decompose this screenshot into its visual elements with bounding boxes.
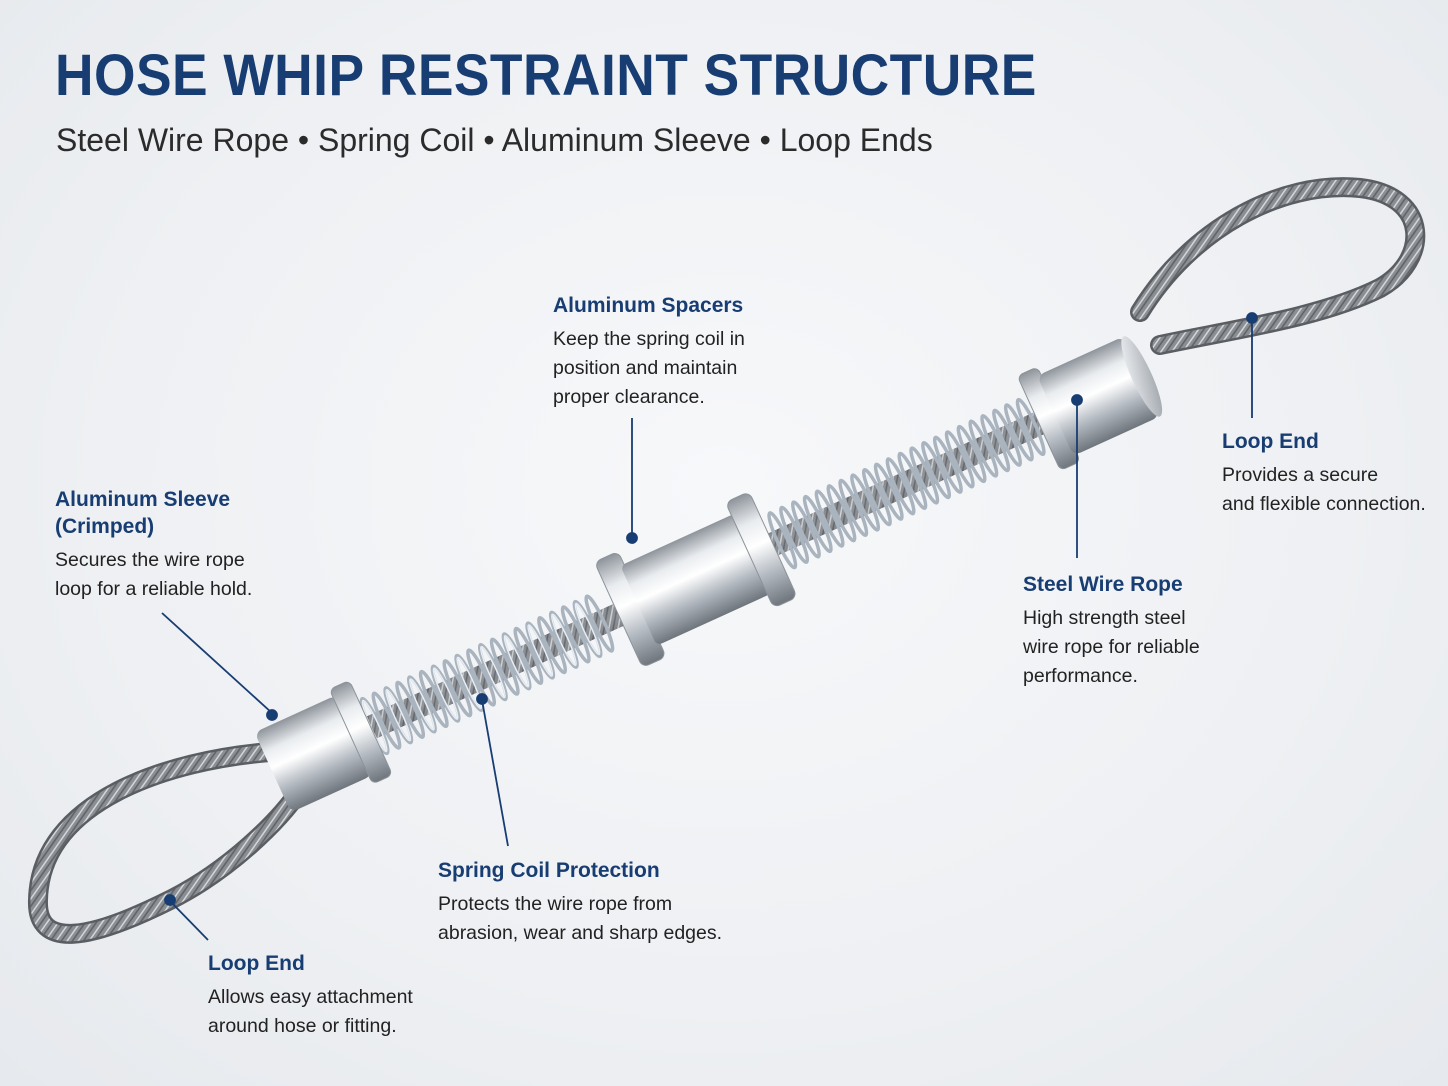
callout-spring-coil-protection: Spring Coil Protection Protects the wire… [438,857,722,948]
page-title: HOSE WHIP RESTRAINT STRUCTURE [55,43,1037,108]
leader-lines [161,312,1258,941]
callout-loop-end-left: Loop End Allows easy attachment around h… [208,950,413,1041]
spring-coil-left [359,594,615,756]
aluminum-spacer-center [596,493,796,666]
callout-heading: Loop End [1222,430,1319,453]
callout-heading: Steel Wire Rope [1023,573,1183,596]
callout-aluminum-sleeve: Aluminum Sleeve (Crimped) Secures the wi… [55,486,252,604]
page-subtitle: Steel Wire Rope • Spring Coil • Aluminum… [56,122,933,158]
aluminum-sleeve-left [257,681,392,810]
callout-steel-wire-rope: Steel Wire Rope High strength steel wire… [1023,571,1200,691]
loop-end-left [28,742,310,944]
callout-description: Protects the wire rope from abrasion, we… [438,893,723,944]
callout-description: Allows easy attachment around hose or fi… [208,986,413,1037]
callout-heading: Spring Coil Protection [438,859,660,882]
loop-end-right [1130,177,1426,355]
callout-description: Secures the wire rope loop for a reliabl… [55,549,253,600]
callout-description: Keep the spring coil in position and mai… [553,328,745,408]
callout-description: Provides a secure and flexible connectio… [1222,464,1426,515]
callout-heading: Aluminum Spacers [553,294,744,317]
callout-description: High strength steel wire rope for reliab… [1023,607,1200,687]
spring-coil-right [767,397,1046,570]
callout-heading: Loop End [208,952,305,975]
callout-loop-end-right: Loop End Provides a secure and flexible … [1222,428,1426,519]
callout-aluminum-spacers: Aluminum Spacers Keep the spring coil in… [553,292,745,412]
aluminum-sleeve-right [1018,336,1163,470]
callout-heading: Aluminum Sleeve (Crimped) [55,488,231,538]
